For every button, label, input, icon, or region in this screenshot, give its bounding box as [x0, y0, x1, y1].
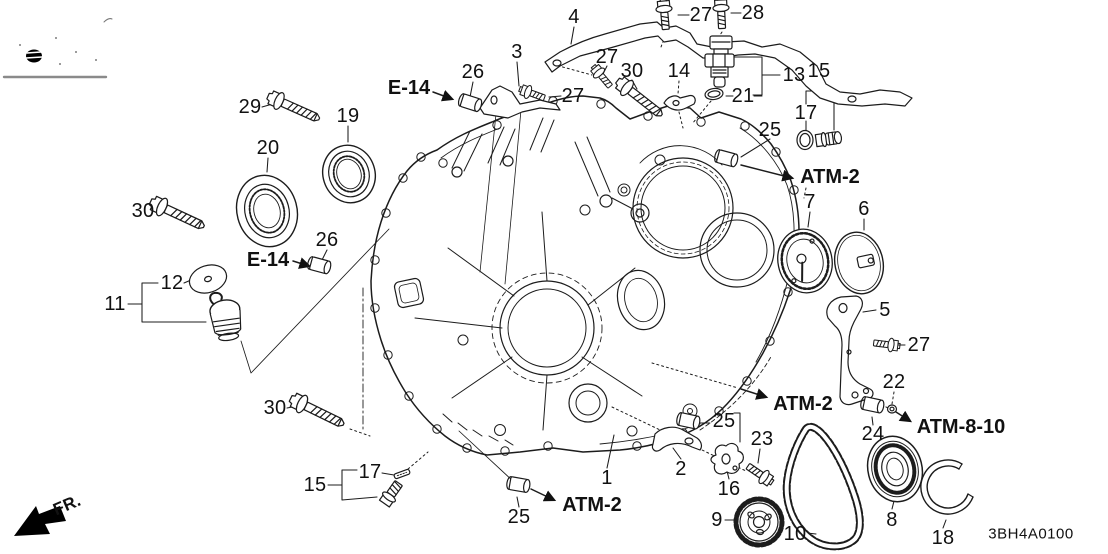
atm810-arrow [895, 410, 913, 423]
seal-19-part [321, 144, 377, 204]
callout-11: 11 [104, 293, 126, 315]
seal-20-part [235, 174, 299, 248]
callout-28: 28 [741, 2, 765, 24]
callout-8: 8 [886, 509, 898, 531]
housing-drawing [370, 95, 802, 456]
pin-17-bottom-part [393, 468, 411, 480]
callout-29: 29 [238, 96, 262, 118]
retainer-16-part [710, 442, 744, 475]
callout-21: 21 [731, 85, 755, 107]
bracket-3-part [479, 85, 561, 119]
callout-23: 23 [750, 428, 774, 450]
callout-25-top: 25 [758, 119, 782, 141]
bracket-2-part [651, 426, 703, 452]
ref-atm2-bottom: ATM-2 [562, 494, 622, 516]
ref-e14-mid: E-14 [246, 249, 290, 271]
callout-27-right: 27 [907, 334, 931, 356]
diagram-code: 3BH4A0100 [988, 525, 1074, 543]
stay-5-part [826, 295, 874, 406]
callout-1: 1 [601, 467, 613, 489]
ref-e14-top: E-14 [387, 77, 431, 99]
ref-atm2-right: ATM-2 [773, 393, 833, 415]
bearing-8-part [866, 435, 924, 503]
callout-17-bottom: 17 [358, 461, 382, 483]
atm2-top-arrow [740, 164, 795, 182]
callout-19: 19 [336, 105, 360, 127]
bracket-4-part [544, 21, 913, 107]
callout-24: 24 [861, 423, 885, 445]
callout-20: 20 [256, 137, 280, 159]
callout-2: 2 [675, 458, 687, 480]
callout-15-bottom: 15 [303, 474, 327, 496]
callout-14: 14 [667, 60, 691, 82]
nut-22-part [886, 404, 898, 414]
callout-30-bottom: 30 [263, 397, 287, 419]
oring-21-part [704, 87, 724, 101]
ref-atm2-top: ATM-2 [800, 166, 860, 188]
callout-25-mid: 25 [712, 410, 736, 432]
callout-27-mid-a: 27 [595, 46, 619, 68]
scan-artifact [2, 18, 113, 79]
callout-6: 6 [858, 198, 870, 220]
callout-15-top: 15 [807, 60, 831, 82]
sensor-13-part [704, 35, 735, 88]
ref-arrows [292, 90, 913, 502]
callout-22: 22 [882, 371, 906, 393]
oring-17-top-part [796, 129, 814, 151]
chain-10-part [782, 422, 864, 551]
callout-9: 9 [711, 509, 723, 531]
callout-25-bottom: 25 [507, 506, 531, 528]
cover-6-part [833, 231, 885, 295]
disc-7-part [777, 228, 833, 294]
clamp-14-part [663, 94, 696, 111]
fr-arrow [14, 506, 66, 536]
callout-4: 4 [568, 6, 580, 28]
plug-15-bottom-part [378, 480, 403, 508]
callout-30-top: 30 [620, 60, 644, 82]
atm2-bottom-arrow [530, 488, 557, 502]
sprocket-9-part [733, 496, 785, 548]
e14-top-arrow [432, 90, 455, 102]
callout-12: 12 [160, 272, 184, 294]
e14-mid-arrow [292, 257, 312, 269]
callout-5: 5 [879, 299, 891, 321]
callout-13: 13 [782, 64, 806, 86]
callout-27-top: 27 [689, 4, 713, 26]
callout-27-mid-b: 27 [561, 85, 585, 107]
callout-3: 3 [511, 41, 523, 63]
callout-16: 16 [717, 478, 741, 500]
callout-18: 18 [931, 527, 955, 549]
callout-30-left: 30 [131, 200, 155, 222]
drain-plug-11-part [209, 291, 242, 342]
callout-26-mid: 26 [315, 229, 339, 251]
fr-label: FR. [50, 490, 84, 520]
callout-10: 10 [783, 523, 807, 545]
callout-26-top: 26 [461, 61, 485, 83]
callout-17-top: 17 [794, 102, 818, 124]
washer-12-part [188, 264, 228, 294]
snap-ring-18-part [920, 459, 974, 515]
callout-7: 7 [804, 191, 816, 213]
atm2-right-arrow [740, 388, 769, 400]
ref-atm810: ATM-8-10 [916, 416, 1006, 438]
plug-15-top-part [814, 131, 843, 148]
